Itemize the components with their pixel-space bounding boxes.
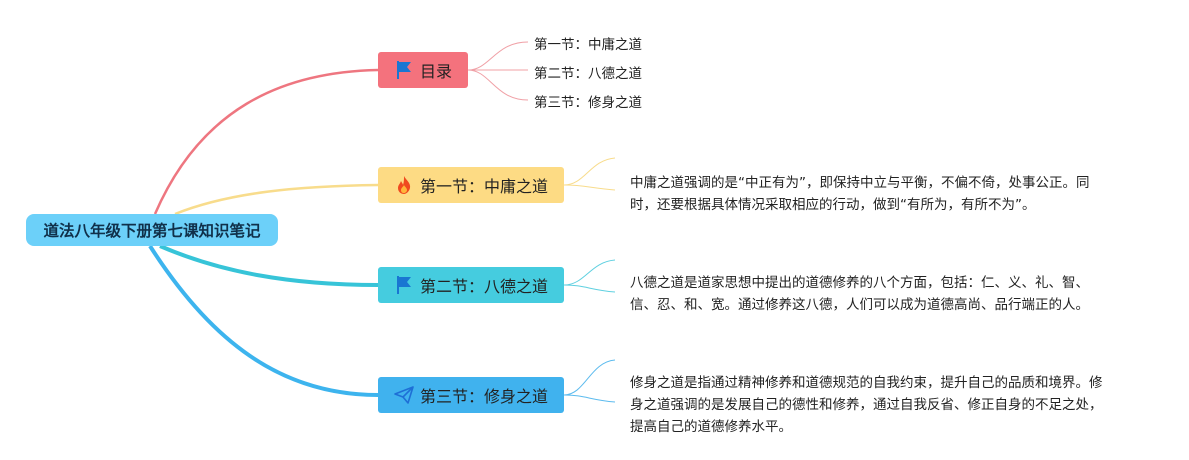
paper-plane-icon: [394, 385, 414, 405]
connector-root-s1: [174, 183, 379, 216]
section-2-node[interactable]: 第二节：八德之道: [378, 267, 564, 303]
connector-s1-detail: [563, 157, 616, 191]
toc-item-3[interactable]: 第三节：修身之道: [534, 95, 642, 111]
toc-item-1[interactable]: 第一节：中庸之道: [534, 37, 642, 53]
section-1-line-1: 中庸之道强调的是“中正有为”，即保持中立与平衡，不偏不倚，处事公正。同: [630, 175, 1090, 191]
root-node[interactable]: 道法八年级下册第七课知识笔记: [26, 214, 278, 246]
section-2-label: 第二节：八德之道: [419, 277, 548, 296]
toc-label: 目录: [419, 62, 452, 81]
section-3-line-1: 修身之道是指通过精神修养和道德规范的自我约束，提升自己的品质和境界。修: [630, 375, 1103, 391]
section-3-line-3: 提高自己的道德修养水平。: [630, 419, 792, 435]
section-3-detail: 修身之道是指通过精神修养和道德规范的自我约束，提升自己的品质和境界。修 身之道强…: [630, 372, 1120, 438]
section-1-label: 第一节：中庸之道: [419, 177, 548, 196]
connector-s2-detail: [563, 259, 616, 293]
section-2-detail: 八德之道是道家思想中提出的道德修养的八个方面，包括：仁、义、礼、智、 信、忍、和…: [630, 272, 1120, 316]
connector-toc-leaf-1: [467, 41, 529, 71]
flag-icon: [394, 60, 414, 80]
connector-root-s2: [159, 244, 379, 287]
connector-toc-leaf-3: [467, 69, 529, 101]
section-2-line-1: 八德之道是道家思想中提出的道德修养的八个方面，包括：仁、义、礼、智、: [630, 275, 1089, 291]
connector-s3-detail: [563, 359, 616, 403]
connector-root-s3: [148, 244, 379, 397]
section-1-line-2: 时，还要根据具体情况采取相应的行动，做到“有所为，有所不为”。: [630, 197, 1036, 213]
root-label: 道法八年级下册第七课知识笔记: [43, 222, 261, 240]
section-3-label: 第三节：修身之道: [419, 387, 548, 406]
connector-root-toc: [153, 68, 379, 215]
flag-icon: [394, 275, 414, 295]
toc-node[interactable]: 目录: [378, 52, 468, 88]
section-1-node[interactable]: 第一节：中庸之道: [378, 167, 564, 203]
section-3-node[interactable]: 第三节：修身之道: [378, 377, 564, 413]
section-1-detail: 中庸之道强调的是“中正有为”，即保持中立与平衡，不偏不倚，处事公正。同 时，还要…: [630, 172, 1120, 216]
toc-item-2[interactable]: 第二节：八德之道: [534, 66, 642, 82]
fire-icon: [394, 175, 414, 195]
section-2-line-2: 信、忍、和、宽。通过修养这八德，人们可以成为道德高尚、品行端正的人。: [630, 297, 1089, 313]
section-3-line-2: 身之道强调的是发展自己的德性和修养，通过自我反省、修正自身的不足之处，: [630, 397, 1103, 413]
